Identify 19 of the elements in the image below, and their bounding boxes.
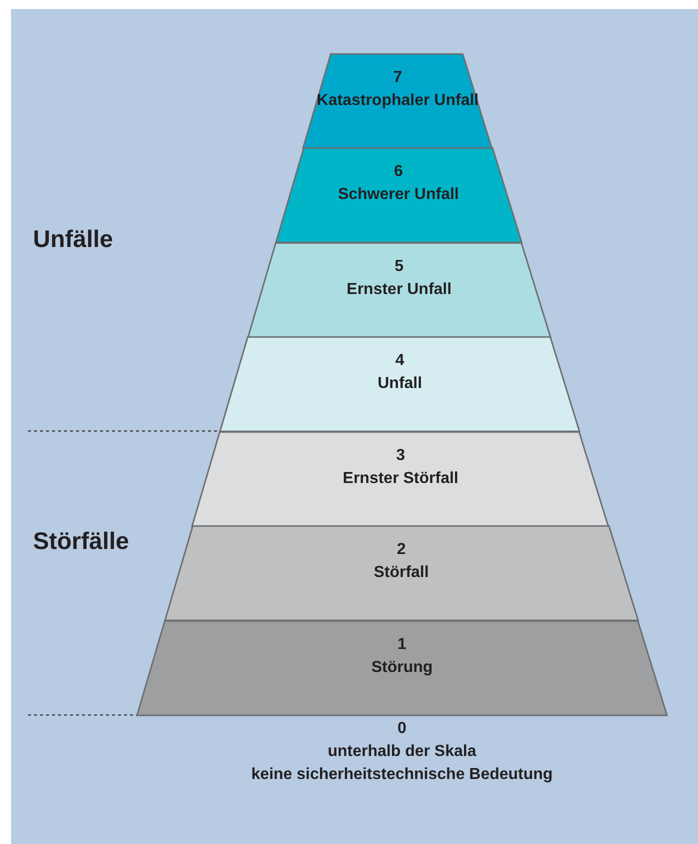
level-name: Ernster Störfall bbox=[342, 468, 458, 489]
category-label: Unfälle bbox=[33, 226, 114, 254]
level-description: keine sicherheitstechnische Bedeutung bbox=[251, 766, 553, 784]
level-name: Störfall bbox=[374, 563, 429, 584]
level-number: 7 bbox=[393, 68, 402, 88]
level-name: Ernster Unfall bbox=[346, 280, 452, 300]
level-number: 0 bbox=[398, 720, 406, 738]
level-number: 5 bbox=[394, 256, 404, 277]
category-label: Störfälle bbox=[33, 528, 130, 556]
level-name: Katastrophaler Unfall bbox=[316, 91, 479, 111]
level-name: Schwerer Unfall bbox=[338, 185, 459, 206]
level-description: unterhalb der Skala bbox=[328, 743, 476, 761]
level-name: Unfall bbox=[378, 374, 422, 394]
level-number: 6 bbox=[394, 162, 403, 182]
level-number: 2 bbox=[396, 540, 406, 560]
level-number: 3 bbox=[396, 446, 406, 466]
level-number: 4 bbox=[395, 351, 404, 372]
level-name: Störung bbox=[371, 658, 433, 678]
level-number: 1 bbox=[398, 634, 406, 655]
